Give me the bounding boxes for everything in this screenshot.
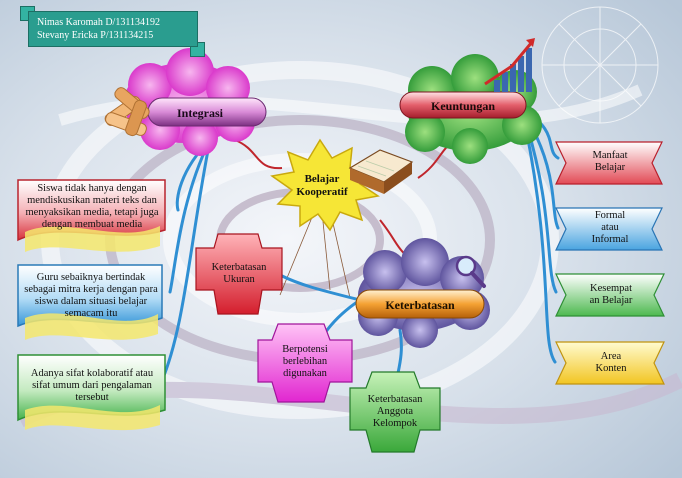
keterbatasan-item-2: Berpotensi berlebihan digunakan <box>262 344 348 380</box>
keterbatasan-item-2-line2: berlebihan <box>282 356 328 367</box>
sunburst-decoration <box>541 6 659 124</box>
center-label-line2: Kooperatif <box>296 186 348 198</box>
keuntungan-point-2-line2: atau <box>601 222 619 233</box>
keuntungan-flag-1 <box>555 141 663 185</box>
authors-banner: Nimas Karomah D/131134192 Stevany Ericka… <box>28 11 198 47</box>
keterbatasan-label: Keterbatasan <box>385 298 455 312</box>
integrasi-box-1 <box>17 179 166 252</box>
keterbatasan-item-1-line1: Keterbatasan <box>211 262 267 273</box>
keuntungan-flag-2 <box>555 207 663 251</box>
keterbatasan-item-2-line3: digunakan <box>283 368 327 379</box>
keterbatasan-anggota-shape <box>349 371 441 453</box>
integrasi-box-3 <box>17 354 166 431</box>
center-label-line1: Belajar <box>305 173 340 185</box>
keuntungan-point-3: Kesempat an Belajar <box>568 283 654 307</box>
keuntungan-point-1: Manfaat Belajar <box>568 150 652 174</box>
integrasi-box-2 <box>17 264 163 340</box>
keuntungan-point-1-line1: Manfaat <box>592 150 628 161</box>
growth-chart-icon <box>484 38 535 92</box>
keuntungan-flag-4 <box>555 341 665 385</box>
hands-icon <box>104 87 150 137</box>
author-line-1: Nimas Karomah D/131134192 <box>37 17 160 28</box>
keterbatasan-pill[interactable] <box>355 289 485 319</box>
book-icon <box>348 149 414 194</box>
magnifier-icon <box>455 255 486 288</box>
author-line-2: Stevany Ericka P/131134215 <box>37 30 154 41</box>
keuntungan-point-4-line2: Konten <box>595 363 627 374</box>
keterbatasan-item-3-line3: Kelompok <box>372 418 418 429</box>
keterbatasan-item-1-line2: Ukuran <box>223 274 255 285</box>
keuntungan-point-4: Area Konten <box>568 351 654 375</box>
keuntungan-point-1-line2: Belajar <box>594 162 626 173</box>
integrasi-label: Integrasi <box>177 106 224 120</box>
keterbatasan-item-1: Keterbatasan Ukuran <box>200 262 278 286</box>
keterbatasan-item-3-line1: Keterbatasan <box>367 394 423 405</box>
keterbatasan-item-2-line1: Berpotensi <box>282 344 328 355</box>
keuntungan-point-4-line1: Area <box>600 351 622 362</box>
keuntungan-point-3-line2: an Belajar <box>589 295 633 306</box>
keuntungan-point-3-line1: Kesempat <box>590 283 632 294</box>
keuntungan-flag-3 <box>555 273 665 317</box>
keterbatasan-item-3-line2: Anggota <box>376 406 414 417</box>
integrasi-point-3: Adanya sifat kolaboratif atau sifat umum… <box>30 368 154 403</box>
keterbatasan-ukuran-shape <box>195 233 283 315</box>
keuntungan-point-2-line1: Formal <box>594 210 626 221</box>
integrasi-point-2: Guru sebaiknya bertindak sebagai mitra k… <box>24 272 158 319</box>
keuntungan-point-2: Formal atau Informal <box>568 210 652 246</box>
keuntungan-pill[interactable] <box>399 91 527 119</box>
berpotensi-shape <box>257 323 353 403</box>
integrasi-point-1: Siswa tidak hanya dengan mendiskusikan m… <box>25 183 159 230</box>
keuntungan-point-2-line3: Informal <box>591 234 629 245</box>
keterbatasan-item-3: Keterbatasan Anggota Kelompok <box>354 394 436 430</box>
keuntungan-label: Keuntungan <box>431 99 495 113</box>
